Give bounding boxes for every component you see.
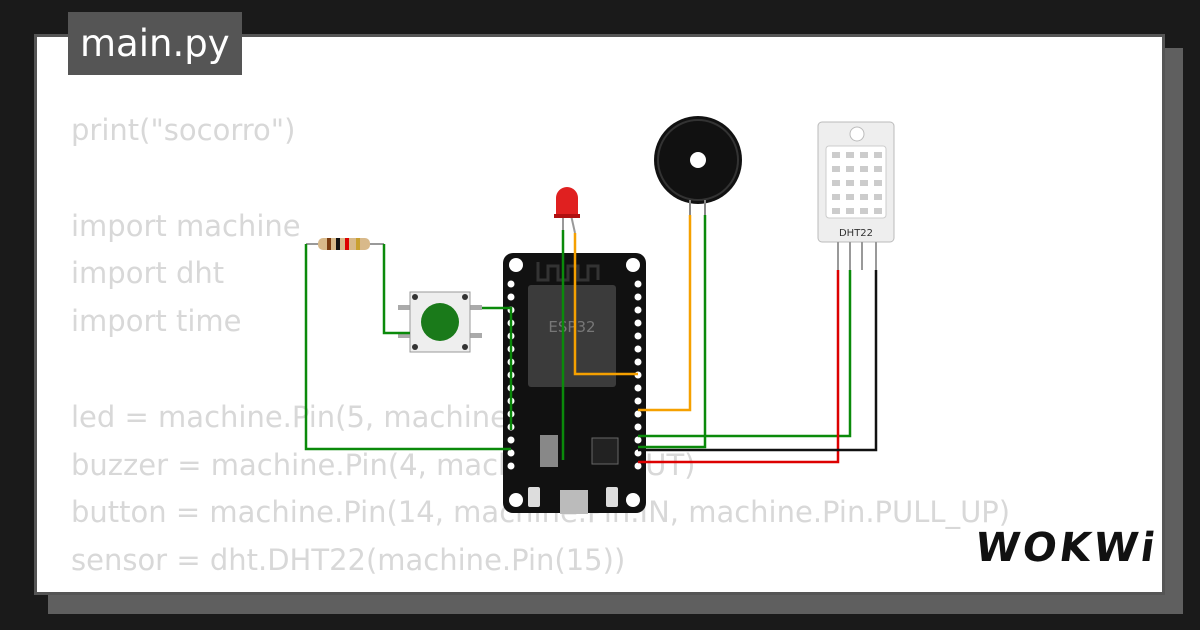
wire-buzzer-signal (638, 215, 692, 412)
code-line: sensor = dht.DHT22(machine.Pin(15)) (71, 543, 626, 578)
wire-button-board (482, 306, 513, 430)
wire-buzzer-gnd (638, 215, 707, 449)
code-line: button = machine.Pin(14, machine.Pin.IN,… (71, 495, 1011, 530)
wire-dht-gnd (638, 270, 878, 452)
buzzer[interactable] (654, 116, 742, 215)
code-line: import time (71, 304, 242, 339)
led[interactable] (554, 187, 580, 234)
wire-resistor-gnd (304, 244, 511, 451)
esp32-label: ESP32 (548, 318, 595, 336)
wire-led-signal (573, 233, 638, 376)
resistor[interactable] (306, 238, 384, 250)
push-button[interactable] (398, 291, 482, 353)
wire-resistor-button (382, 244, 410, 335)
esp32-board[interactable]: ESP32 (503, 253, 646, 514)
wires (304, 215, 878, 464)
code-line: import dht (71, 256, 225, 291)
filename-tab[interactable]: main.py (68, 12, 242, 75)
wire-dht-vcc (638, 270, 840, 464)
code-line: print("socorro") (71, 113, 296, 147)
code-line: import machine (71, 208, 301, 243)
dht22-sensor[interactable]: DHT22 (817, 121, 895, 270)
wire-dht-data (638, 270, 852, 438)
wokwi-logo: WOKWi (972, 525, 1161, 571)
dht22-label: DHT22 (839, 228, 873, 239)
